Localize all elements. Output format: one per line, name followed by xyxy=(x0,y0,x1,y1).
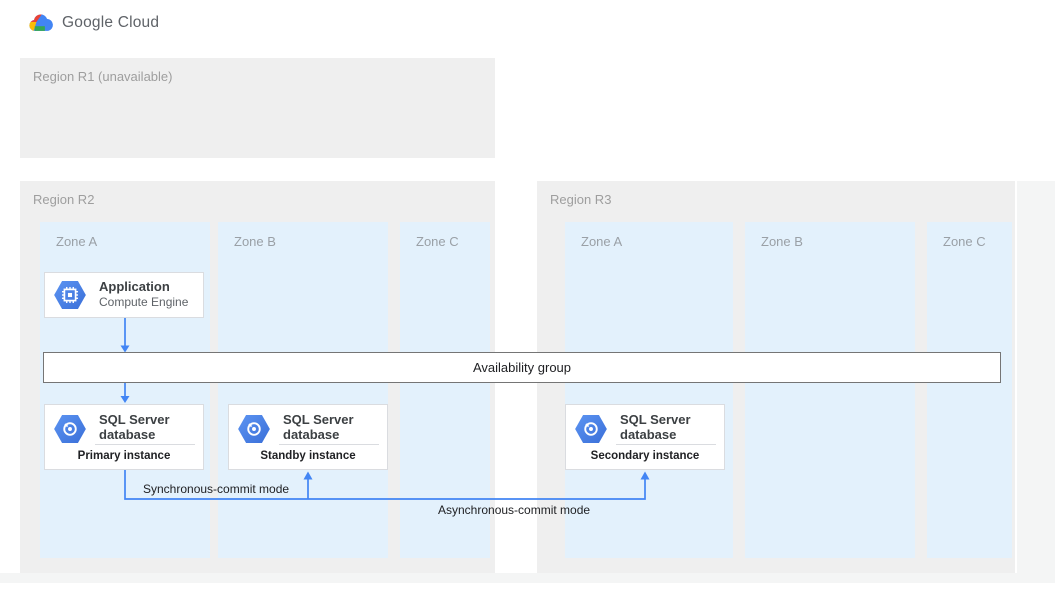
region-r3-zone-a: Zone A xyxy=(565,222,733,558)
region-r3-zone-b: Zone B xyxy=(745,222,915,558)
sql-secondary-title: SQL Server database xyxy=(620,412,691,442)
cloud-sql-icon xyxy=(238,415,270,443)
sync-commit-label: Synchronous-commit mode xyxy=(143,482,290,496)
cloud-sql-icon xyxy=(575,415,607,443)
region-r1-label: Region R1 (unavailable) xyxy=(33,69,173,84)
google-cloud-logo-icon xyxy=(29,14,53,31)
sql-standby-node: SQL Server database Standby instance xyxy=(228,404,388,470)
sql-primary-instance-label: Primary instance xyxy=(77,450,171,462)
zone-label: Zone B xyxy=(234,234,276,249)
divider xyxy=(616,444,716,445)
sql-standby-title: SQL Server database xyxy=(283,412,354,442)
region-r2-zone-c: Zone C xyxy=(400,222,490,558)
region-r3-label: Region R3 xyxy=(550,192,612,207)
divider xyxy=(279,444,379,445)
sql-primary-title: SQL Server database xyxy=(99,412,170,442)
zone-label: Zone A xyxy=(56,234,98,249)
region-r3-zone-c: Zone C xyxy=(927,222,1012,558)
availability-group-bar: Availability group xyxy=(43,352,1001,383)
region-r1: Region R1 (unavailable) xyxy=(20,58,495,158)
cloud-sql-icon xyxy=(54,415,86,443)
availability-group-label: Availability group xyxy=(472,360,572,375)
application-subtitle: Compute Engine xyxy=(99,295,189,309)
sql-primary-node: SQL Server database Primary instance xyxy=(44,404,204,470)
product-name: Google Cloud xyxy=(62,14,160,31)
sql-standby-instance-label: Standby instance xyxy=(260,450,356,462)
async-commit-label: Asynchronous-commit mode xyxy=(438,503,591,517)
zone-label: Zone C xyxy=(416,234,459,249)
sql-secondary-node: SQL Server database Secondary instance xyxy=(565,404,725,470)
right-band xyxy=(1017,181,1055,583)
sql-secondary-instance-label: Secondary instance xyxy=(590,450,700,462)
region-r2-label: Region R2 xyxy=(33,192,95,207)
compute-engine-icon xyxy=(54,281,86,309)
zone-label: Zone A xyxy=(581,234,623,249)
application-title: Application xyxy=(99,279,170,294)
zone-label: Zone B xyxy=(761,234,803,249)
application-node: Application Compute Engine xyxy=(44,272,204,318)
divider xyxy=(95,444,195,445)
zone-label: Zone C xyxy=(943,234,986,249)
region-r2-zone-b: Zone B xyxy=(218,222,388,558)
bottom-band xyxy=(0,573,1055,583)
